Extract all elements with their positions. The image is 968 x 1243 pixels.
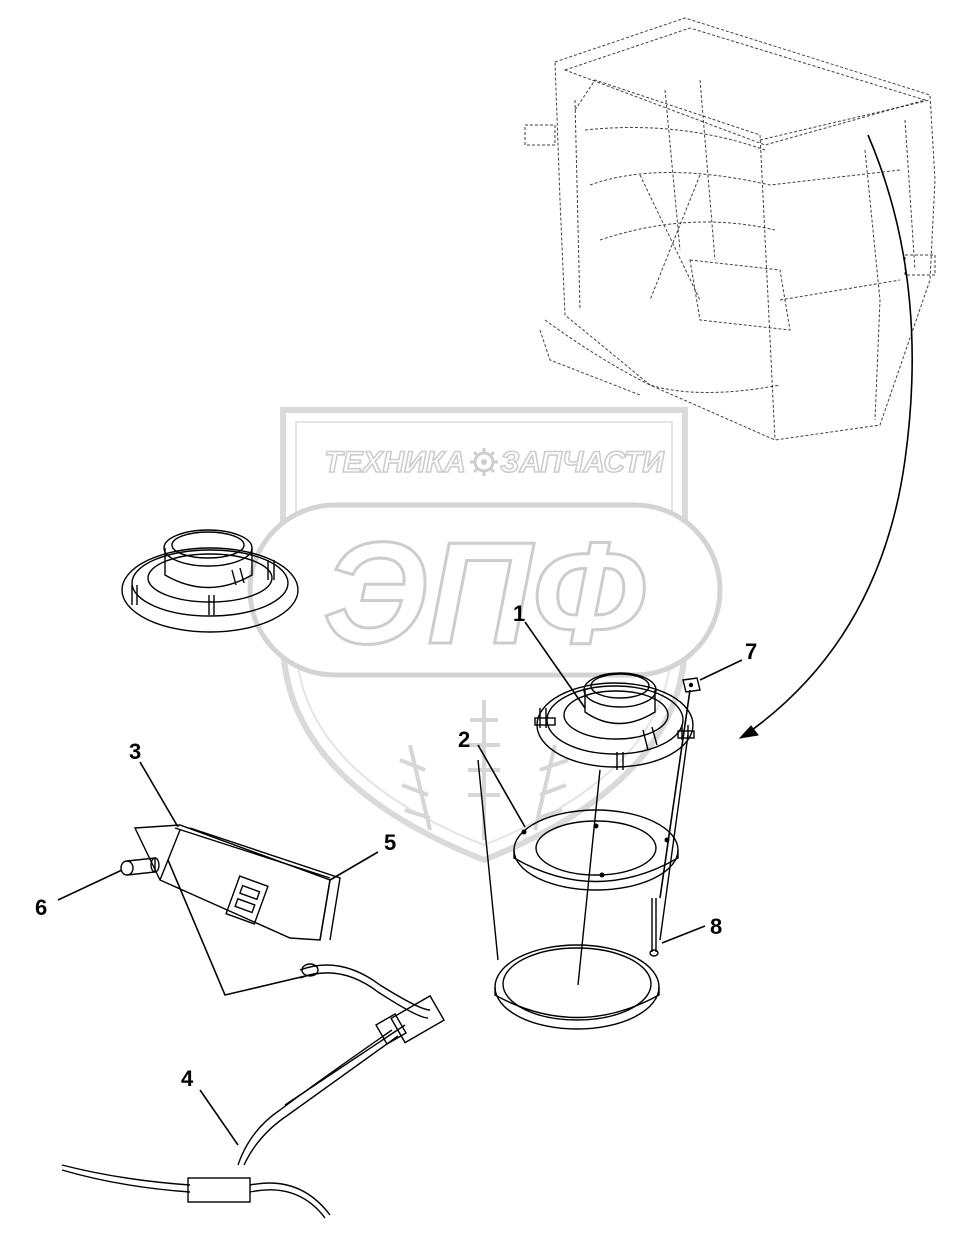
callout-5: 5 [384, 830, 396, 855]
callout-1: 1 [513, 601, 525, 626]
callout-labels: 1 2 3 4 5 6 7 8 [35, 601, 757, 1091]
watermark-logo-text: ЭПФ [323, 512, 645, 674]
part-6-connector [120, 857, 160, 876]
part-4-wiring-harness [61, 963, 446, 1219]
part-8-screw [649, 689, 691, 957]
assembly-guide-lines [477, 734, 689, 986]
wheat-ears-icon [399, 700, 569, 840]
part-2-gasket-ring [494, 944, 660, 1030]
gear-icon [470, 448, 498, 476]
watermark: ТЕХНИКА ЗАПЧАСТИ ЭПФ [247, 407, 723, 864]
callout-4: 4 [181, 1066, 194, 1091]
callout-2: 2 [458, 727, 470, 752]
callout-3: 3 [129, 739, 141, 764]
assembly-arrow [738, 134, 913, 739]
part-3-housing [133, 824, 341, 941]
watermark-text-tehnika: ТЕХНИКА [324, 446, 466, 479]
speaker-left [121, 529, 299, 633]
callout-6: 6 [35, 895, 47, 920]
watermark-logo-band [247, 502, 723, 678]
part-7-clip-nut [682, 677, 701, 693]
part-1-speaker [534, 672, 695, 770]
callout-7: 7 [745, 639, 757, 664]
cab-frame-drawing [524, 17, 936, 441]
watermark-text-zapchasti: ЗАПЧАСТИ [500, 446, 665, 479]
callout-8: 8 [710, 914, 722, 939]
part-2-trim-ring [513, 809, 679, 891]
callout-leaders [57, 621, 743, 1146]
